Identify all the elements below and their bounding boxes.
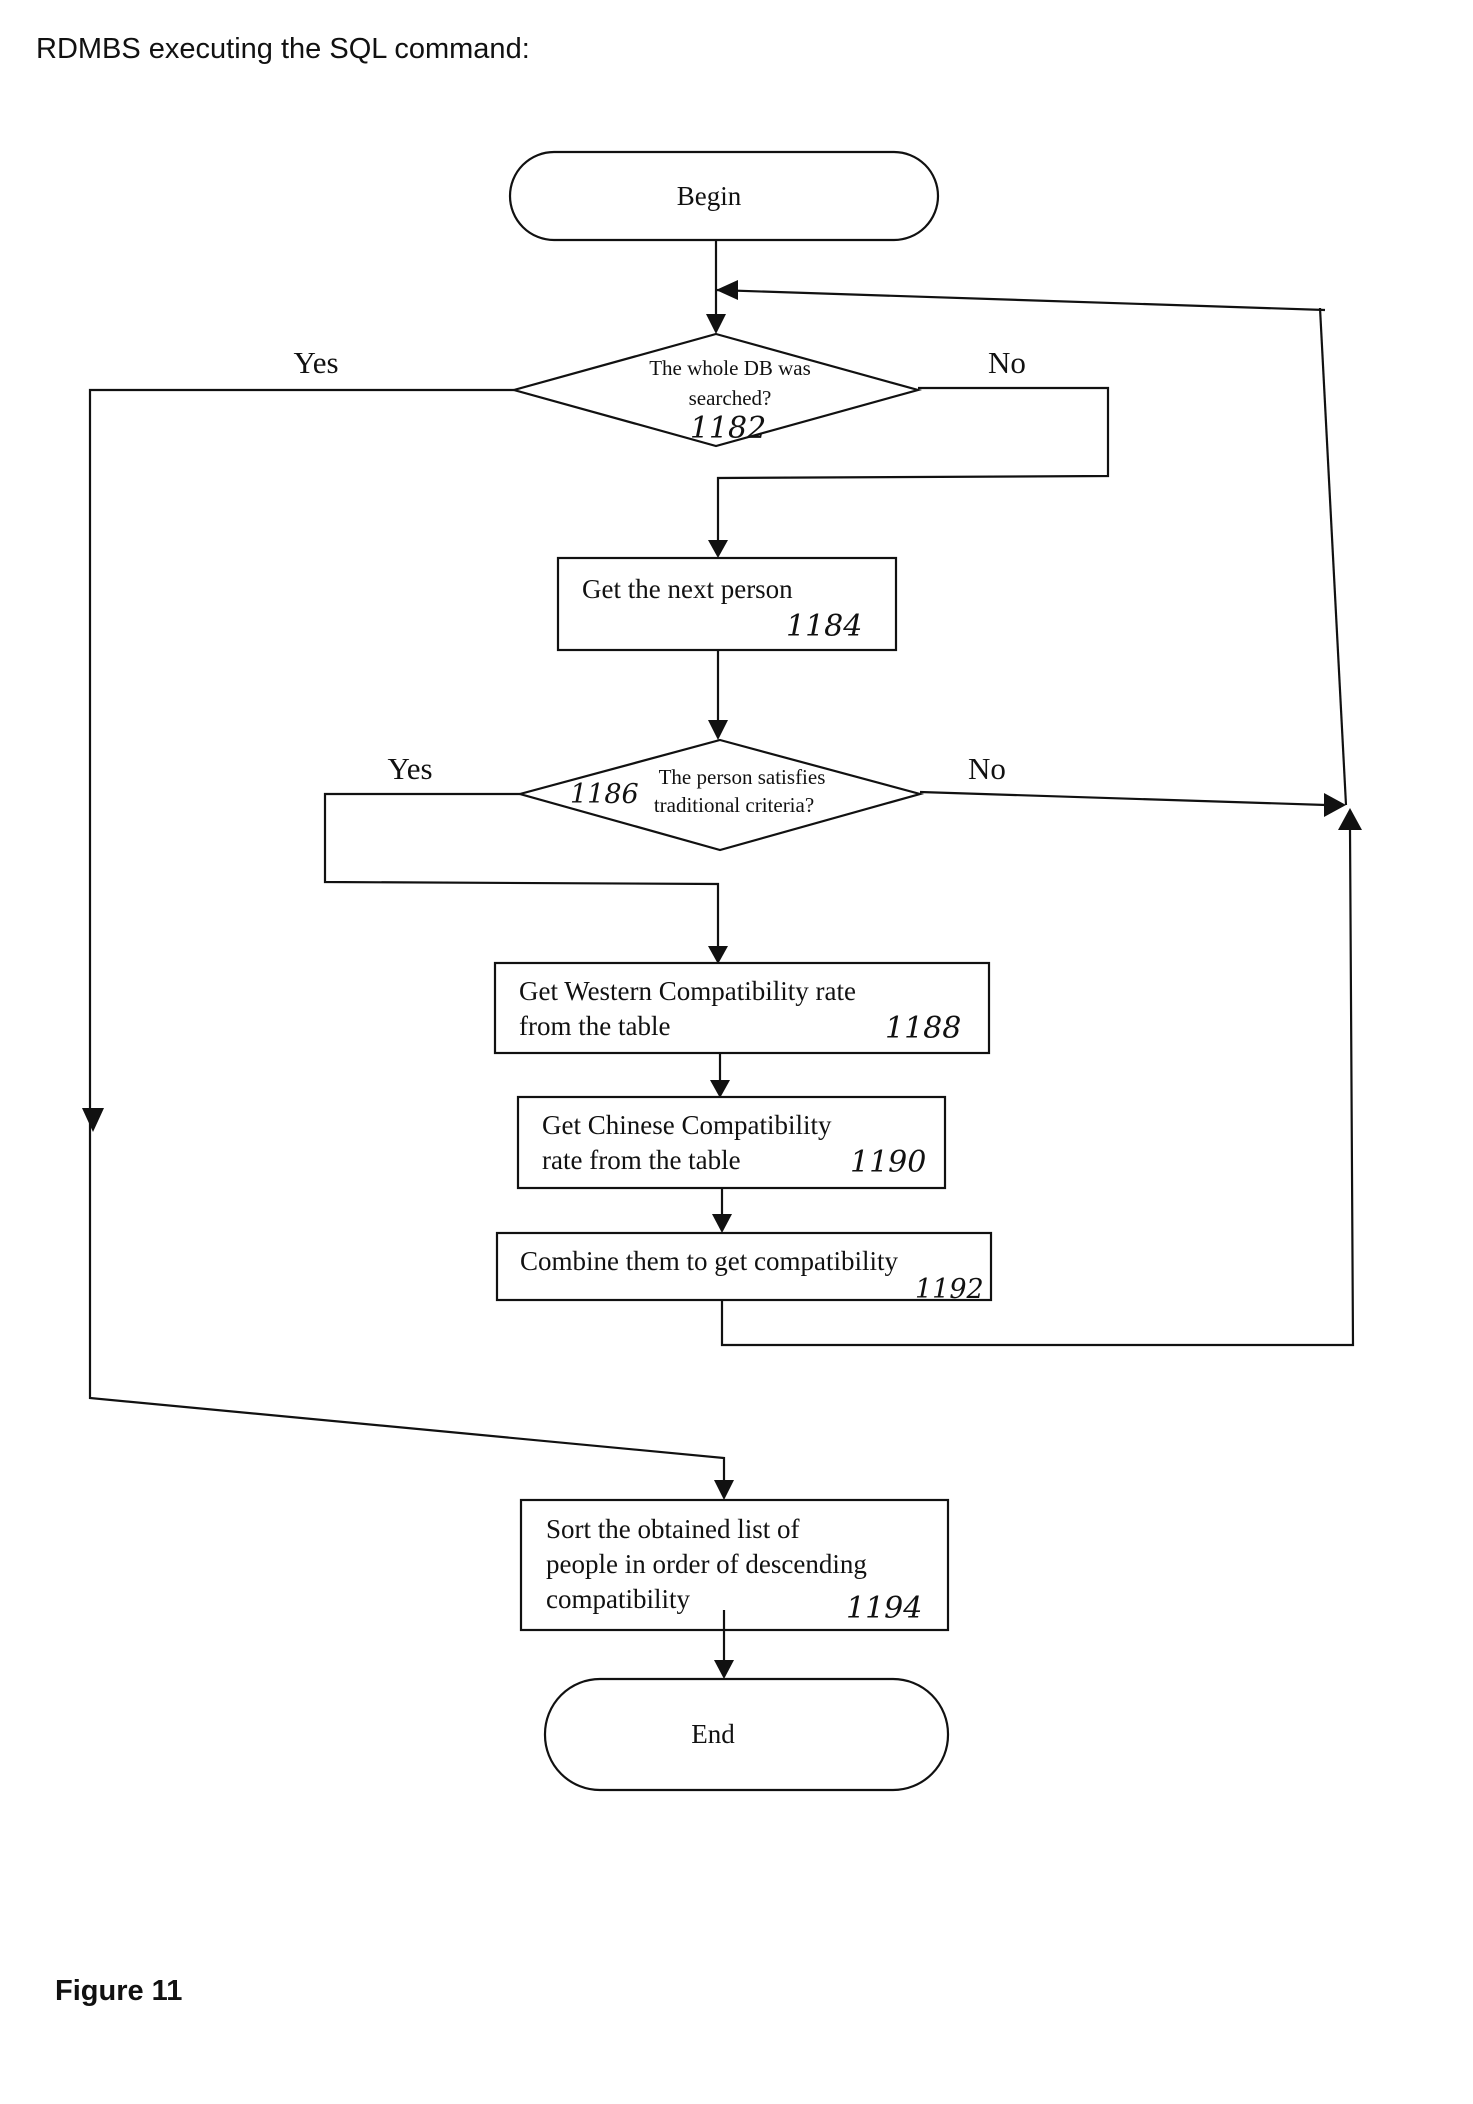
- decision-db-no-label: No: [988, 345, 1026, 380]
- step-chinese-line2: rate from the table: [542, 1145, 741, 1175]
- figure-label: Figure 11: [55, 1975, 182, 2007]
- step-next-person-line1: Get the next person: [582, 574, 793, 604]
- step-sort-ref: 1194: [846, 1591, 922, 1626]
- decision-criteria-no-label: No: [968, 751, 1006, 786]
- arrowhead-down-icon: [712, 1214, 732, 1233]
- step-sort-line1: Sort the obtained list of: [546, 1514, 799, 1544]
- end-label: End: [691, 1719, 735, 1749]
- arrowhead-right-icon: [1324, 793, 1346, 817]
- decision-criteria-ref: 1186: [570, 779, 639, 810]
- decision-criteria-line1: The person satisfies: [659, 765, 826, 789]
- arrowhead-down-icon: [714, 1480, 734, 1500]
- step-western-line1: Get Western Compatibility rate: [519, 976, 856, 1006]
- arrowhead-left-icon: [716, 280, 738, 300]
- step-sort: Sort the obtained list of people in orde…: [521, 1500, 948, 1630]
- decision-db-yes-label: Yes: [293, 345, 338, 380]
- arrowhead-down-icon: [82, 1108, 104, 1132]
- decision-db-line2: searched?: [689, 386, 772, 410]
- arrowhead-down-icon: [706, 314, 726, 334]
- decision-db-ref: 1182: [690, 411, 766, 446]
- step-sort-line3: compatibility: [546, 1584, 690, 1614]
- arrowhead-down-icon: [714, 1660, 734, 1679]
- begin-label: Begin: [677, 181, 742, 211]
- decision-db-line1: The whole DB was: [649, 356, 811, 380]
- step-combine: Combine them to get compatibility 1192: [497, 1233, 991, 1305]
- step-western-line2: from the table: [519, 1011, 670, 1041]
- step-chinese-ref: 1190: [850, 1145, 926, 1180]
- decision-criteria-line2: traditional criteria?: [654, 793, 814, 817]
- step-western-compatibility: Get Western Compatibility rate from the …: [495, 963, 989, 1053]
- step-sort-line2: people in order of descending: [546, 1549, 867, 1579]
- begin-terminator: Begin: [510, 152, 938, 240]
- arrowhead-up-icon: [1338, 808, 1362, 830]
- step-get-next-person: Get the next person 1184: [558, 558, 896, 650]
- step-next-person-ref: 1184: [786, 609, 862, 644]
- arrowhead-down-icon: [710, 1080, 730, 1098]
- step-chinese-line1: Get Chinese Compatibility: [542, 1110, 832, 1140]
- decision-criteria-yes-label: Yes: [387, 751, 432, 786]
- decision-traditional-criteria: The person satisfies traditional criteri…: [520, 740, 920, 850]
- end-terminator: End: [545, 1679, 948, 1790]
- step-combine-ref: 1192: [915, 1274, 984, 1305]
- step-western-ref: 1188: [885, 1011, 961, 1046]
- step-chinese-compatibility: Get Chinese Compatibility rate from the …: [518, 1097, 945, 1188]
- arrowhead-down-icon: [708, 720, 728, 740]
- arrowhead-down-icon: [708, 540, 728, 558]
- arrowhead-down-icon: [708, 946, 728, 964]
- page-title: RDMBS executing the SQL command:: [36, 33, 530, 65]
- step-combine-line1: Combine them to get compatibility: [520, 1246, 898, 1276]
- decision-db-searched: The whole DB was searched? 1182: [514, 334, 918, 446]
